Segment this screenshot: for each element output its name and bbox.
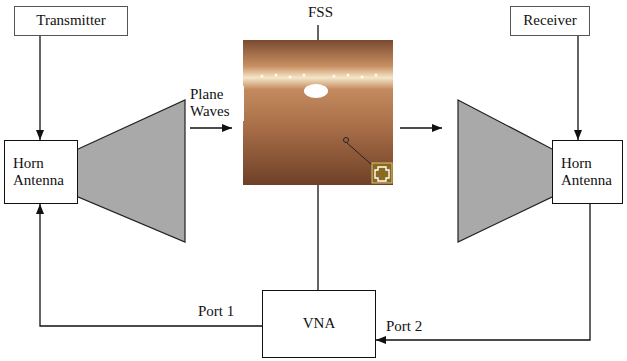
glare-spot — [304, 84, 328, 98]
reflection-dots — [261, 74, 378, 79]
wave-arrow — [400, 127, 442, 128]
signal-line — [40, 204, 262, 326]
node-label: Receiver — [523, 12, 576, 29]
horn-flare — [458, 100, 554, 242]
fss-photo — [243, 40, 393, 185]
signal-line — [577, 36, 578, 140]
node-label: Transmitter — [36, 12, 105, 29]
wave-arrow — [190, 127, 232, 128]
antenna-box: Horn Antenna — [552, 140, 623, 204]
part-label: FSS — [306, 4, 335, 21]
node-label: Horn Antenna — [561, 155, 614, 190]
signal-line — [39, 36, 40, 140]
pointer-mark — [344, 138, 349, 143]
node-label: Horn Antenna — [13, 155, 69, 190]
port-label: Port 2 — [384, 318, 424, 335]
port-label: Port 1 — [196, 303, 236, 320]
horn-flare — [76, 100, 185, 242]
unit-cell-icon — [372, 163, 392, 183]
stand-line — [317, 185, 318, 290]
antenna-box: Horn Antenna — [4, 140, 78, 204]
wave-label: Plane Waves — [188, 86, 244, 121]
analyzer-box: VNA — [262, 290, 376, 358]
signal-line — [376, 204, 590, 340]
unit-cell-shape — [375, 167, 389, 181]
node-label: VNA — [303, 315, 336, 332]
leader-line — [317, 25, 318, 40]
pointer-line — [347, 143, 372, 165]
source-box: Transmitter — [14, 6, 128, 36]
sink-box: Receiver — [510, 6, 590, 36]
